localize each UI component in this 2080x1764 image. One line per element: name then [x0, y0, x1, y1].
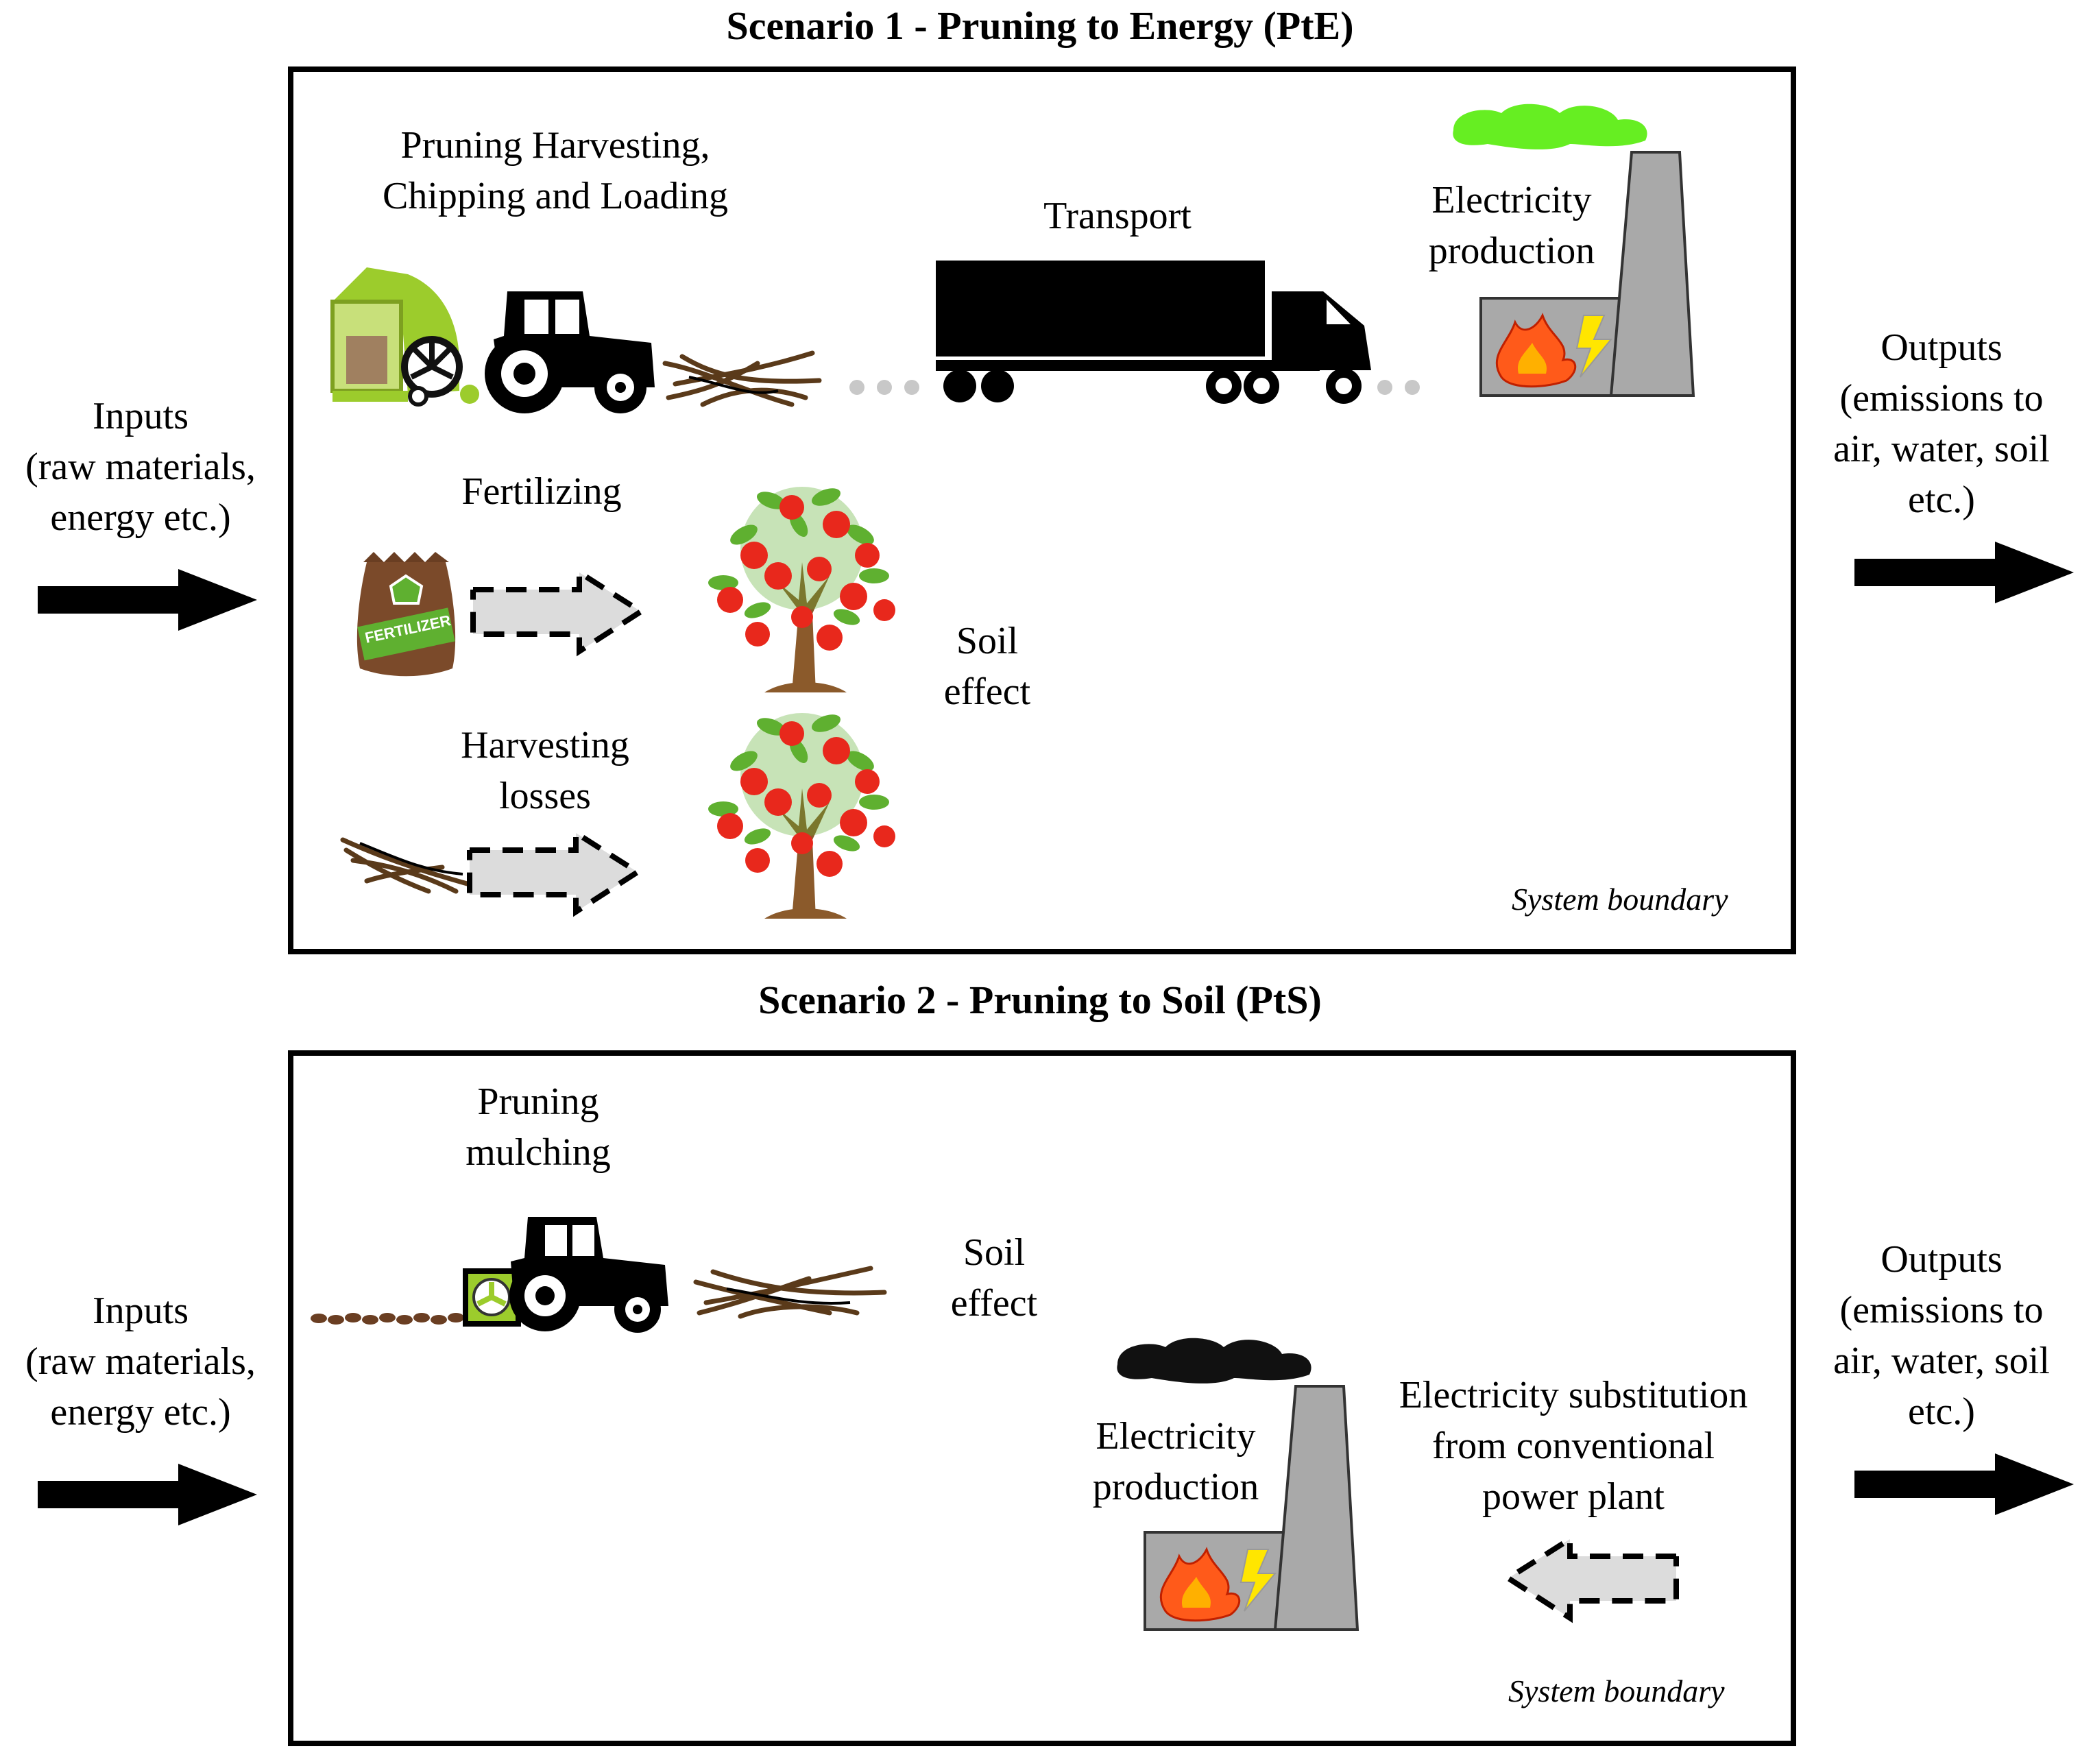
scenario1-boundary-note: System boundary — [1512, 882, 1728, 917]
electricity-substitution-label: Electricity substitution from convention… — [1399, 1374, 1748, 1518]
mulching-tractor-icon — [311, 1217, 668, 1333]
scenario2-title: Scenario 2 - Pruning to Soil (PtS) — [758, 978, 1322, 1022]
mulched-branches-icon — [693, 1266, 887, 1319]
apple-tree-icon — [708, 713, 895, 919]
pruning-branches-icon — [662, 350, 822, 407]
harvesting-losses-label: Harvesting losses — [461, 724, 629, 817]
fertilizing-dashed-arrow-icon — [470, 567, 646, 657]
scenario1-inputs-label: Inputs (raw materials, energy etc.) — [25, 395, 256, 539]
scenario1-soil-effect-label: Soil effect — [943, 620, 1031, 713]
substitution-dashed-arrow-icon — [1503, 1534, 1679, 1623]
power-plant-clean-icon — [1453, 104, 1695, 397]
pruning-harvesting-label: Pruning Harvesting, Chipping and Loading — [383, 124, 728, 217]
scenario2-outputs-label: Outputs (emissions to air, water, soil e… — [1833, 1238, 2050, 1433]
scenario2-outputs-arrow-icon — [1854, 1453, 2074, 1515]
apple-tree-icon — [708, 487, 895, 692]
scenario2-inputs-label: Inputs (raw materials, energy etc.) — [25, 1290, 256, 1434]
scenario1-title: Scenario 1 - Pruning to Energy (PtE) — [726, 3, 1354, 48]
scenario1-electricity-label: Electricity production — [1428, 179, 1595, 272]
fertilizer-bag-icon — [356, 552, 456, 677]
fertilizing-label: Fertilizing — [461, 470, 622, 513]
harvesting-losses-dashed-arrow-icon — [467, 827, 643, 917]
scenario2-electricity-label: Electricity production — [1092, 1415, 1259, 1508]
scenario2-inputs-arrow-icon — [38, 1464, 257, 1525]
scenario1-system-boundary-box — [288, 67, 1796, 954]
tractor-icon — [485, 291, 655, 413]
harvesting-losses-branches-icon — [340, 837, 472, 894]
power-plant-conventional-icon — [1117, 1338, 1359, 1631]
scenario2-system-boundary-box — [288, 1050, 1796, 1746]
scenario2-soil-effect-label: Soil effect — [950, 1231, 1038, 1325]
scenario1-outputs-label: Outputs (emissions to air, water, soil e… — [1833, 326, 2050, 521]
pruning-mulching-label: Pruning mulching — [465, 1080, 611, 1174]
truck-icon — [849, 261, 1420, 404]
scenario1-inputs-arrow-icon — [38, 569, 257, 631]
chipper-icon — [330, 267, 479, 407]
scenario1-outputs-arrow-icon — [1854, 542, 2074, 603]
transport-label: Transport — [1043, 195, 1192, 237]
scenario2-boundary-note: System boundary — [1508, 1674, 1725, 1708]
